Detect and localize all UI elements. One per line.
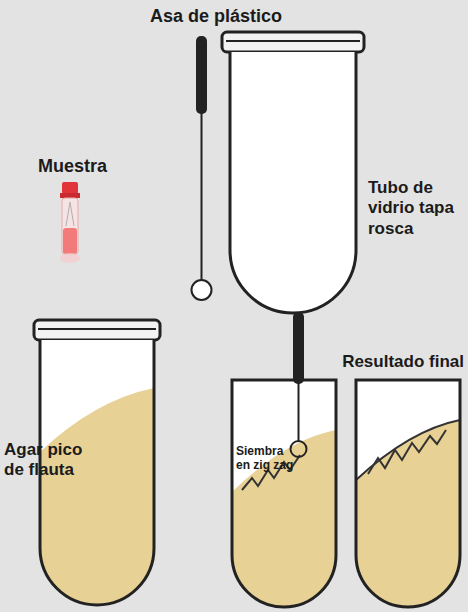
streaking-tube	[232, 312, 336, 607]
part-label: Asa de plástico	[150, 6, 282, 28]
screw-cap-tube	[222, 32, 364, 313]
part-label: Resultado final	[342, 352, 464, 372]
step-label: Siembra en zig zag	[236, 444, 298, 473]
part-label: Agar pico de flauta	[4, 440, 104, 481]
plastic-loop	[192, 36, 212, 300]
part-label: Muestra	[38, 156, 107, 178]
sample-tube	[60, 182, 80, 263]
result-tube	[356, 380, 460, 607]
part-label: Tubo de vidrio tapa rosca	[368, 178, 464, 239]
